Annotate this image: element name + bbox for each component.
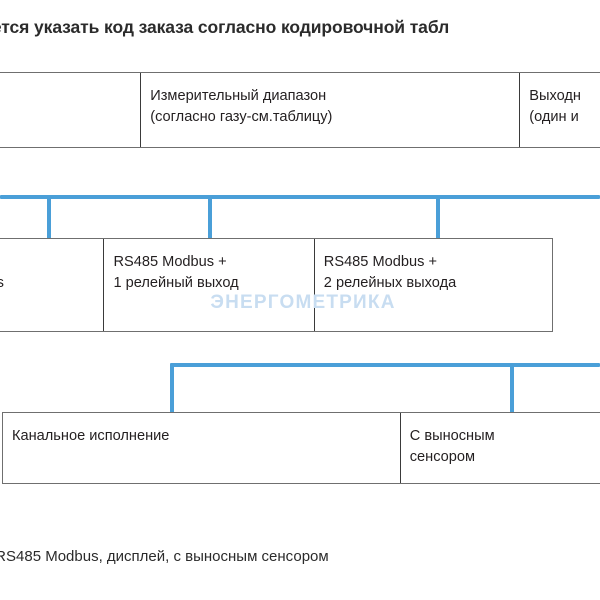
bracket-horizontal-bar: [170, 363, 600, 367]
footer-example-code: om, RS485 Modbus, дисплей, с выносным се…: [0, 548, 329, 565]
table-cell-rs485-two-relays: RS485 Modbus + 2 релейных выхода: [313, 239, 552, 331]
bracket-horizontal-bar: [0, 195, 600, 199]
output-options-table: RS485 Modbus RS485 Modbus + 1 релейный в…: [0, 238, 553, 332]
bracket-tick-3: [436, 197, 440, 239]
bracket-to-execution-options: [170, 363, 600, 415]
table-cell-rs485-modbus: RS485 Modbus: [0, 275, 4, 291]
bracket-tick-2: [208, 197, 212, 239]
bracket-tick-2: [510, 365, 514, 415]
bracket-tick-1: [170, 365, 174, 415]
bracket-tick-1: [47, 197, 51, 239]
parameter-row-table: см.таблицу) Измерительный диапазон (согл…: [0, 72, 600, 148]
table-cell-rs485-one-relay: RS485 Modbus + 1 релейный выход: [103, 239, 313, 331]
execution-options-table: Канальное исполнение С выносным сенсором: [2, 412, 600, 484]
page-headline: буется указать код заказа согласно кодир…: [0, 17, 450, 37]
table-cell-measurement-range: Измерительный диапазон (согласно газу-см…: [140, 73, 519, 147]
bracket-to-output-options: [0, 195, 600, 241]
table-cell-measurement-code: см.таблицу): [0, 73, 140, 147]
table-cell-output-signal: Выходн (один и: [519, 73, 600, 147]
table-cell-remote-sensor: С выносным сенсором: [399, 413, 600, 483]
table-cell-duct-execution: Канальное исполнение: [12, 428, 170, 444]
